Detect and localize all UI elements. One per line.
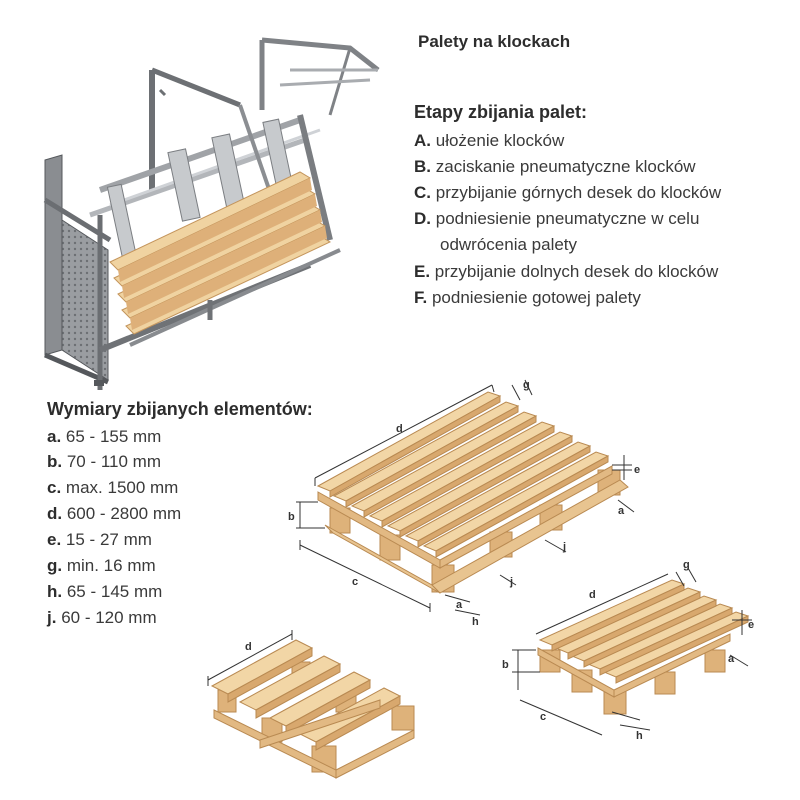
label-h-large: h xyxy=(472,616,479,628)
dim-j: j. 60 - 120 mm xyxy=(47,608,157,627)
label-e-small: e xyxy=(748,619,754,631)
dim-g: g. min. 16 mm xyxy=(47,556,156,575)
label-a-small: a xyxy=(728,653,735,665)
large-pallet-diagram: d b c g e a j j a h xyxy=(288,379,640,628)
dim-e: e. 15 - 27 mm xyxy=(47,530,152,549)
label-d-left: d xyxy=(245,641,252,653)
pallet-nailing-machine-illustration xyxy=(43,37,380,390)
label-b-large: b xyxy=(288,511,295,523)
small-pallet-right-diagram: d b c g e a h xyxy=(502,559,754,742)
dim-d: d. 600 - 2800 mm xyxy=(47,504,182,523)
stage-d-continued: odwrócenia palety xyxy=(440,235,578,254)
stage-c: C. przybijanie górnych desek do klocków xyxy=(414,183,722,202)
label-a-large-2: a xyxy=(456,599,463,611)
small-pallet-left-diagram: d xyxy=(207,630,415,779)
stage-e: E. przybijanie dolnych desek do klocków xyxy=(414,262,719,281)
dim-b: b. 70 - 110 mm xyxy=(47,452,162,471)
label-d-small: d xyxy=(589,589,596,601)
dim-c: c. max. 1500 mm xyxy=(47,478,179,497)
label-g-small: g xyxy=(683,559,690,571)
label-a-large: a xyxy=(618,505,625,517)
stage-b: B. zaciskanie pneumatyczne klocków xyxy=(414,157,696,176)
label-h-small: h xyxy=(636,730,643,742)
stages-heading: Etapy zbijania palet: xyxy=(414,102,588,122)
dim-h: h. 65 - 145 mm xyxy=(47,582,163,601)
page-title: Palety na klockach xyxy=(418,32,571,51)
label-b-small: b xyxy=(502,659,509,671)
label-c-small: c xyxy=(540,711,546,723)
stage-d: D. podniesienie pneumatyczne w celu xyxy=(414,209,700,228)
label-g-large: g xyxy=(523,379,530,391)
label-j-large-2: j xyxy=(509,576,513,588)
label-j-large-1: j xyxy=(562,541,566,553)
label-e-large: e xyxy=(634,464,640,476)
label-d-large: d xyxy=(396,423,403,435)
dim-a: a. 65 - 155 mm xyxy=(47,427,162,446)
stage-a: A. ułożenie klocków xyxy=(414,131,565,150)
stage-f: F. podniesienie gotowej palety xyxy=(414,288,641,307)
dimensions-heading: Wymiary zbijanych elementów: xyxy=(47,399,313,419)
label-c-large: c xyxy=(352,576,358,588)
